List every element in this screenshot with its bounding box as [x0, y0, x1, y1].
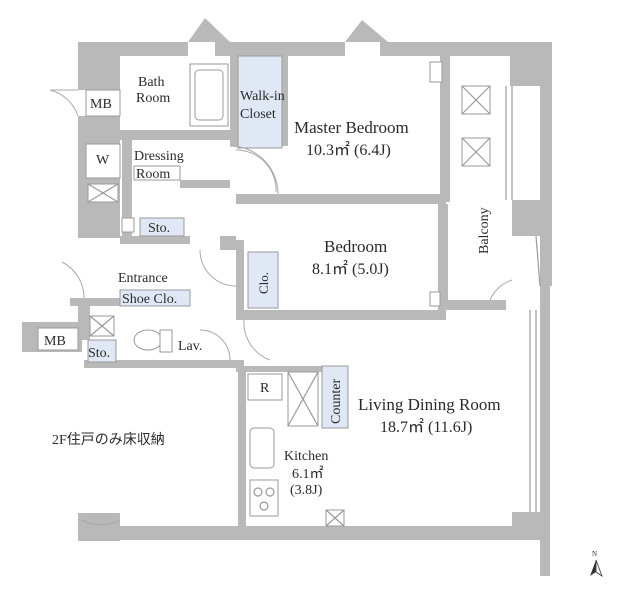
balcony-label: Balcony [477, 207, 492, 254]
master-bedroom-area: 10.3㎡ (6.4J) [306, 141, 391, 159]
entrance-label: Entrance [118, 271, 168, 286]
kitchen-label-1: Kitchen [284, 449, 328, 464]
living-label: Living Dining Room [358, 395, 501, 414]
r-label: R [260, 381, 270, 396]
room-labels: Bath Room Walk-in Closet Master Bedroom … [44, 75, 501, 498]
shoe-clo-label: Shoe Clo. [122, 292, 177, 307]
bath-label-1: Bath [138, 75, 164, 90]
exterior-walls [22, 18, 552, 576]
master-bedroom-label: Master Bedroom [294, 118, 409, 137]
compass-label: N [592, 550, 597, 558]
counter-label: Counter [329, 379, 344, 424]
north-compass-icon: N [590, 550, 603, 578]
bedroom-area: 8.1㎡ (5.0J) [312, 260, 389, 278]
bedroom-label: Bedroom [324, 237, 387, 256]
mb-top-label: MB [90, 97, 112, 112]
kitchen-label-3: (3.8J) [290, 483, 323, 498]
doors [49, 89, 513, 526]
bath-label-2: Room [136, 91, 170, 106]
fixtures [37, 55, 491, 527]
walkin-label-2: Closet [240, 107, 276, 122]
walkin-label-1: Walk-in [240, 89, 285, 104]
mb-left-label: MB [44, 334, 66, 349]
sto-left-label: Sto. [88, 346, 110, 361]
living-area: 18.7㎡ (11.6J) [380, 418, 472, 436]
kitchen-label-2: 6.1㎡ [292, 466, 324, 482]
w-label: W [96, 153, 110, 168]
dressing-label-1: Dressing [134, 149, 184, 164]
lav-label: Lav. [178, 339, 202, 354]
floor-storage-note: 2F住戸のみ床収納 [52, 432, 165, 448]
clo-label: Clo. [256, 272, 271, 294]
sto-top-label: Sto. [148, 221, 170, 236]
windows [505, 86, 541, 512]
dressing-label-2: Room [136, 167, 170, 182]
